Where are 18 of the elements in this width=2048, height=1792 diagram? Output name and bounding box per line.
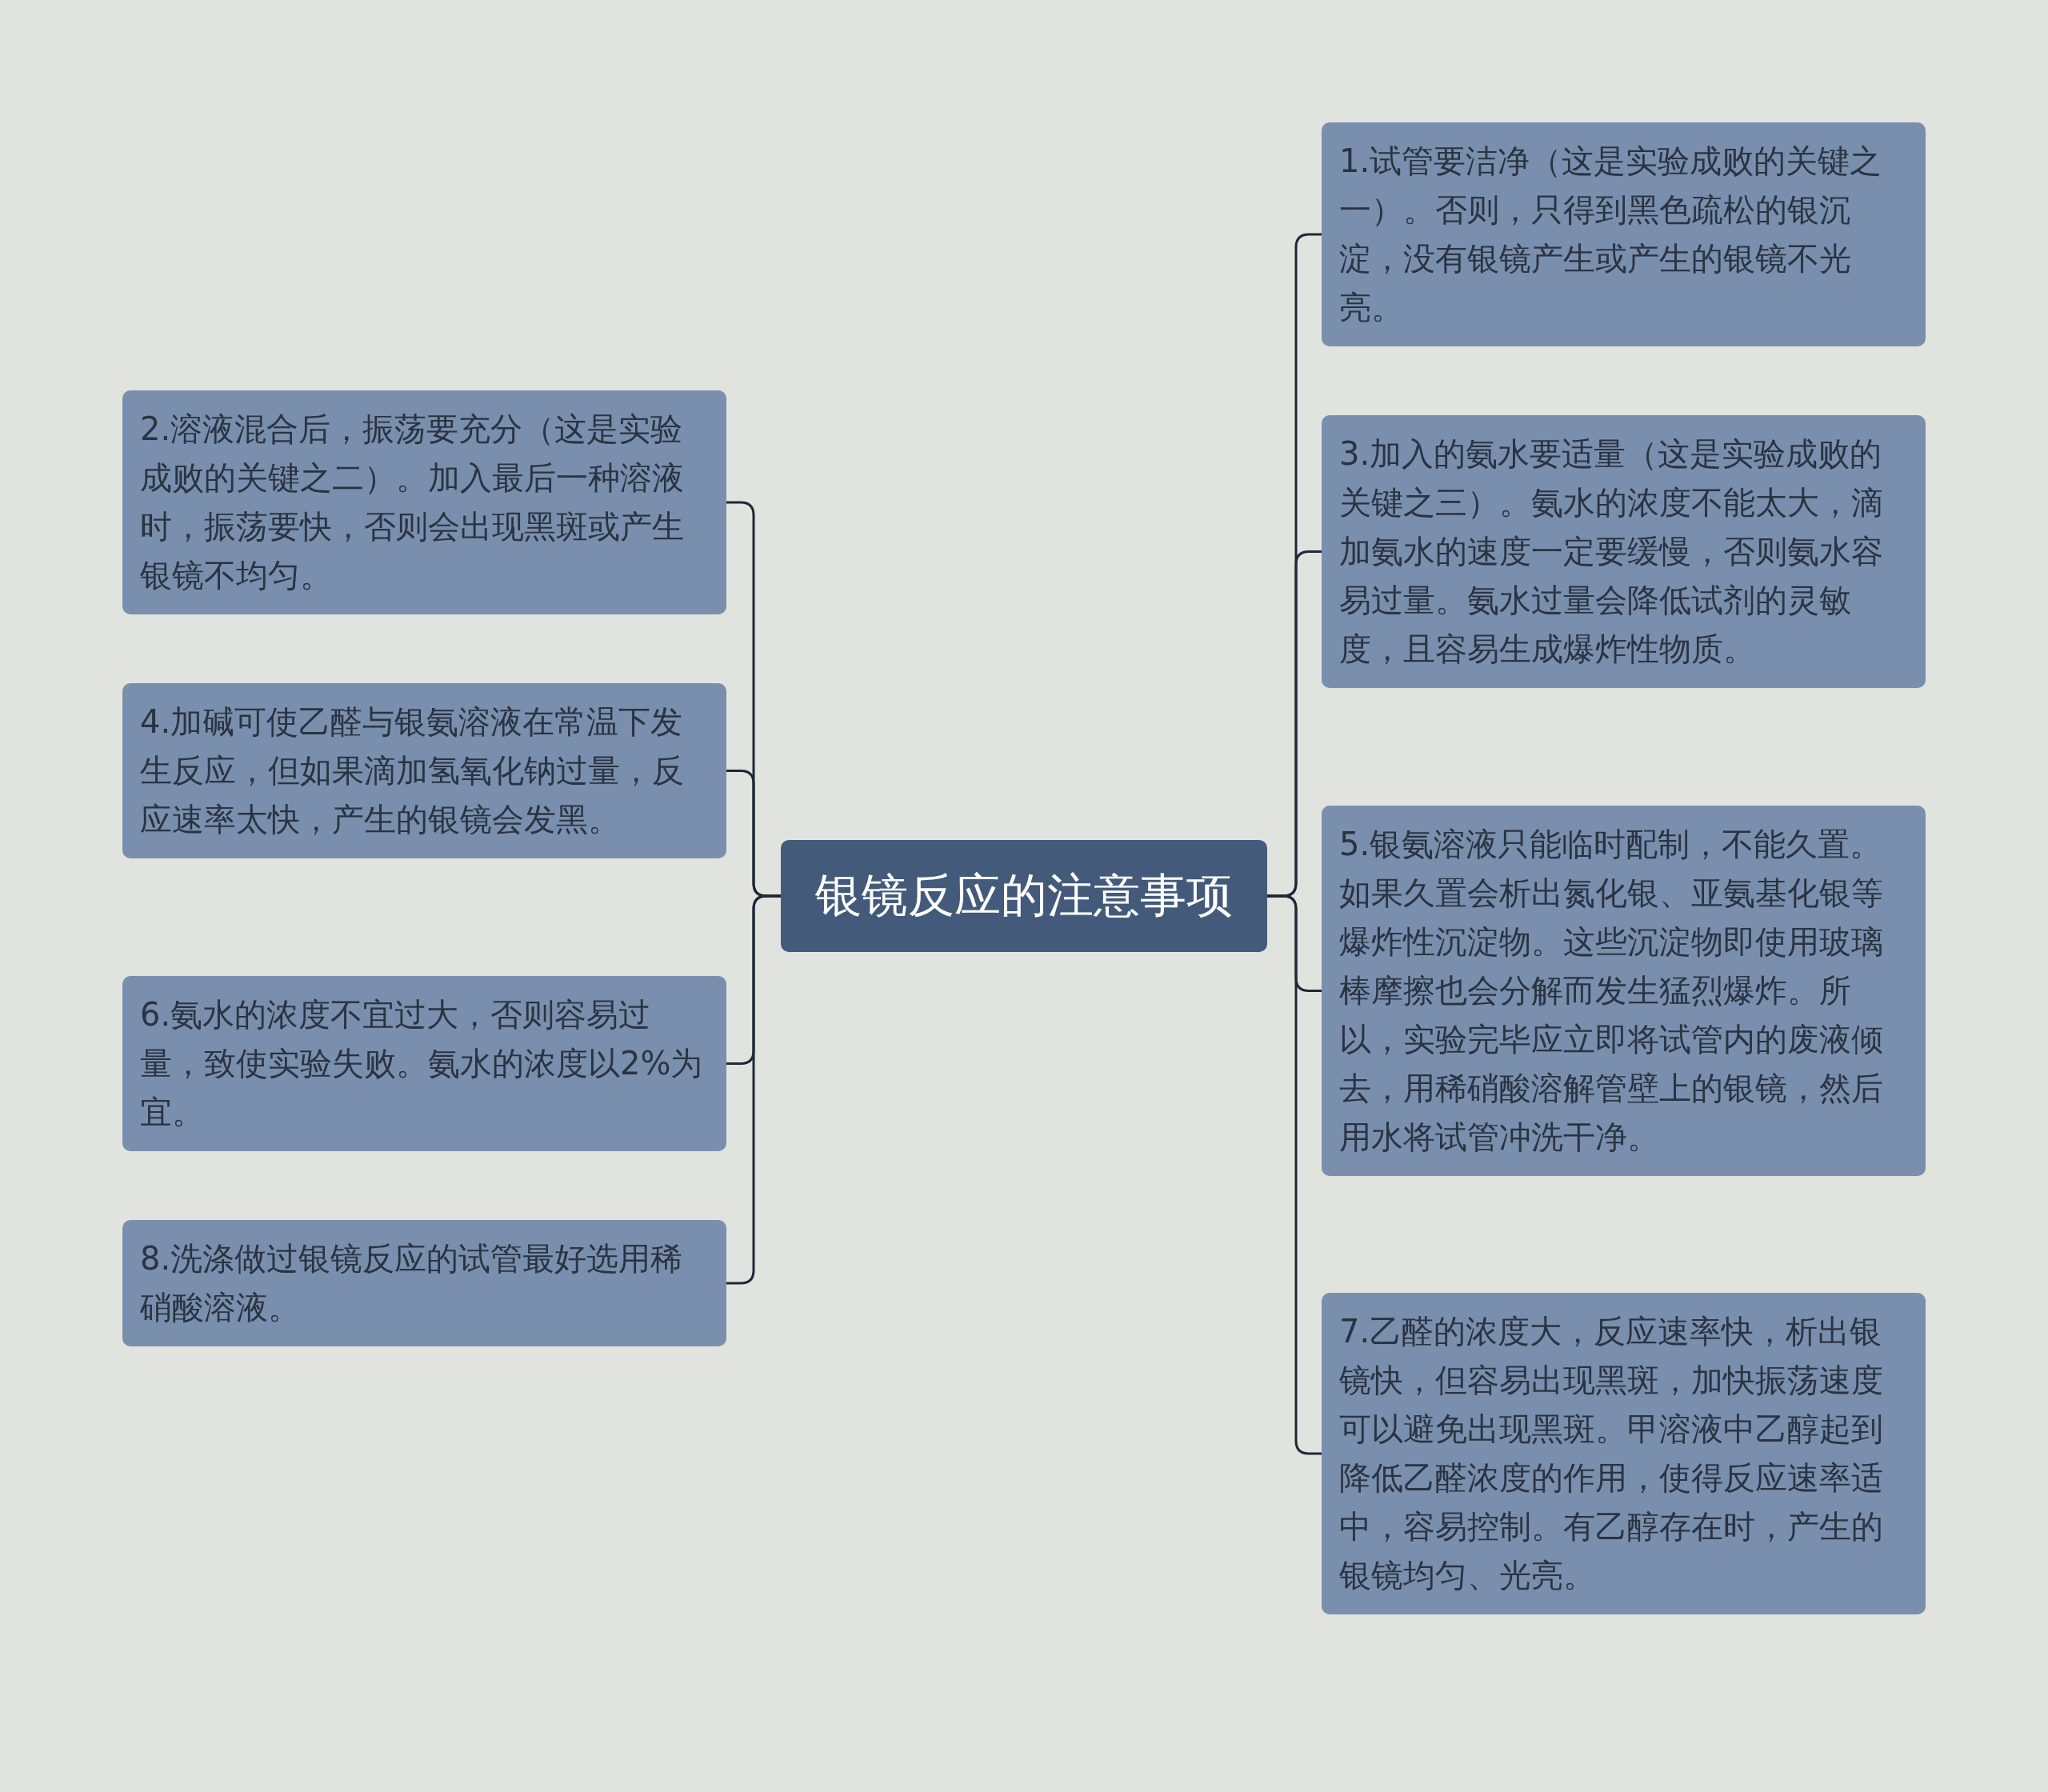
note-text: 4.加碱可使乙醛与银氨溶液在常温下发生反应，但如果滴加氢氧化钠过量，反应速率太快，产生的银镜会发黑。 <box>140 702 685 839</box>
topic-card <box>122 390 726 614</box>
note-text: 6.氨水的浓度不宜过大，否则容易过量，致使实验失败。氨水的浓度以2%为宜。 <box>140 995 704 1132</box>
topic-card <box>1322 1293 1926 1614</box>
note-text: 2.溶液混合后，振荡要充分（这是实验成败的关键之二）。加入最后一种溶液时，振荡要快，否则会出现黑斑或产生银镜不均匀。 <box>140 410 685 595</box>
topic-card <box>1322 415 1926 688</box>
topic-card <box>122 976 726 1151</box>
note-text: 7.乙醛的浓度大，反应速率快，析出银镜快，但容易出现黑斑，加快振荡速度可以避免出现黑斑。甲溶液中乙醇起到降低乙醛浓度的作用，使得反应速率适中，容易控制。有乙醇存在时，产生的银镜均匀、光亮。 <box>1339 1312 1884 1595</box>
central-topic <box>781 840 1267 952</box>
topic-card <box>122 683 726 858</box>
topic-title: 银镜反应的注意事项 <box>815 867 1233 924</box>
note-text: 8.洗涤做过银镜反应的试管最好选用稀硝酸溶液。 <box>140 1239 684 1327</box>
note-text: 3.加入的氨水要适量（这是实验成败的关键之三）。氨水的浓度不能太大，滴加氨水的速度一定要缓慢，否则氨水容易过量。氨水过量会降低试剂的灵敏度，且容易生成爆炸性物质。 <box>1339 434 1884 669</box>
topic-card <box>1322 806 1926 1176</box>
topic-card <box>122 1220 726 1346</box>
note-text: 5.银氨溶液只能临时配制，不能久置。如果久置会析出氮化银、亚氨基化银等爆炸性沉淀物。这些沉淀物即使用玻璃棒摩擦也会分解而发生猛烈爆炸。所以，实验完毕应立即将试管内的废液倾去，用稀硝酸溶解管壁上的银镜，然后用水将试管冲洗干净。 <box>1339 825 1884 1157</box>
topic-card <box>1322 122 1926 346</box>
note-text: 1.试管要洁净（这是实验成败的关键之一）。否则，只得到黑色疏松的银沉淀，没有银镜产生或产生的银镜不光亮。 <box>1339 142 1883 327</box>
